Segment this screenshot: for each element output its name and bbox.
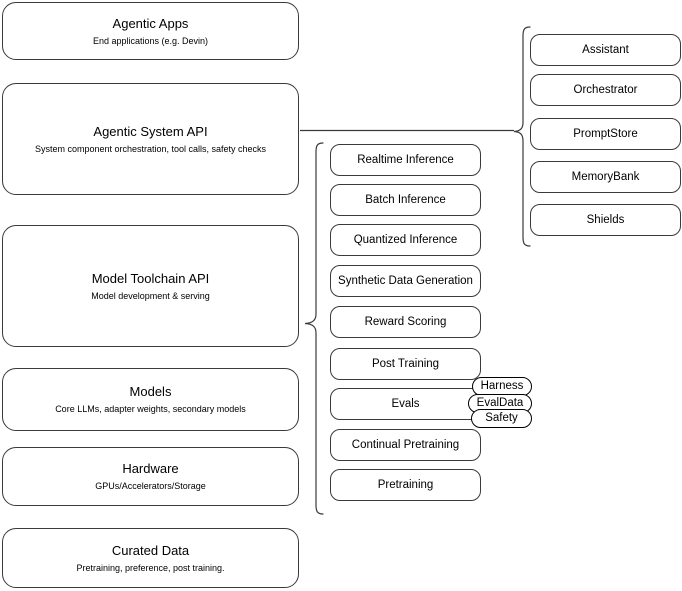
component-reward-scoring[interactable]: Reward Scoring: [330, 306, 481, 338]
layer-title: Hardware: [122, 461, 179, 476]
evals-subcomponent-label: Safety: [485, 412, 518, 424]
layer-title: Agentic Apps: [112, 15, 189, 31]
layer-agentic-system-api[interactable]: Agentic System API System component orch…: [2, 83, 299, 195]
component-label: Quantized Inference: [353, 234, 458, 246]
component-quantized-inference[interactable]: Quantized Inference: [330, 224, 481, 256]
evals-subcomponent-label: Harness: [480, 380, 524, 392]
layer-subtitle: Model development & serving: [91, 290, 210, 301]
component-continual-pretraining[interactable]: Continual Pretraining: [330, 429, 481, 461]
component-label: Orchestrator: [573, 84, 638, 96]
layer-subtitle: Core LLMs, adapter weights, secondary mo…: [55, 404, 246, 414]
component-label: Evals: [391, 398, 420, 410]
layer-agentic-apps[interactable]: Agentic Apps End applications (e.g. Devi…: [2, 2, 299, 60]
component-assistant[interactable]: Assistant: [530, 34, 681, 66]
layer-title: Curated Data: [111, 542, 190, 558]
evals-subcomponent-safety[interactable]: Safety: [471, 409, 532, 428]
component-shields[interactable]: Shields: [530, 204, 681, 236]
connector-line-system-api: [300, 124, 516, 138]
component-label: Post Training: [371, 358, 440, 370]
layer-subtitle: GPUs/Accelerators/Storage: [95, 481, 206, 491]
component-batch-inference[interactable]: Batch Inference: [330, 184, 481, 216]
component-label: Batch Inference: [365, 194, 446, 206]
layer-title: Agentic System API: [93, 123, 208, 139]
component-label: Reward Scoring: [364, 316, 447, 328]
layer-subtitle: End applications (e.g. Devin): [92, 35, 209, 46]
layer-model-toolchain-api[interactable]: Model Toolchain API Model development & …: [2, 225, 299, 347]
layer-title: Models: [129, 384, 172, 399]
component-label: Continual Pretraining: [351, 439, 460, 451]
component-label: MemoryBank: [571, 171, 640, 183]
component-pretraining[interactable]: Pretraining: [330, 469, 481, 501]
evals-subcomponent-label: EvalData: [476, 397, 524, 409]
component-post-training[interactable]: Post Training: [330, 348, 481, 380]
component-orchestrator[interactable]: Orchestrator: [530, 74, 681, 106]
component-synthetic-data-generation[interactable]: Synthetic Data Generation: [330, 265, 481, 297]
brace-model-toolchain-components: [303, 142, 325, 516]
component-memorybank[interactable]: MemoryBank: [530, 161, 681, 193]
component-evals[interactable]: Evals: [330, 388, 481, 420]
component-label: Shields: [586, 214, 625, 226]
layer-curated-data[interactable]: Curated Data Pretraining, preference, po…: [2, 528, 299, 588]
component-realtime-inference[interactable]: Realtime Inference: [330, 144, 481, 176]
layer-title: Model Toolchain API: [91, 270, 210, 286]
layer-subtitle: System component orchestration, tool cal…: [34, 143, 267, 154]
component-label: Pretraining: [377, 479, 434, 491]
component-label: Assistant: [582, 44, 629, 56]
component-label: Synthetic Data Generation: [338, 275, 473, 287]
layer-models[interactable]: Models Core LLMs, adapter weights, secon…: [2, 368, 299, 431]
component-label: PromptStore: [573, 128, 638, 140]
brace-agentic-system-components: [512, 26, 532, 248]
component-label: Realtime Inference: [357, 154, 454, 166]
layer-hardware[interactable]: Hardware GPUs/Accelerators/Storage: [2, 447, 299, 506]
layer-subtitle: Pretraining, preference, post training.: [76, 562, 225, 573]
component-promptstore[interactable]: PromptStore: [530, 118, 681, 150]
